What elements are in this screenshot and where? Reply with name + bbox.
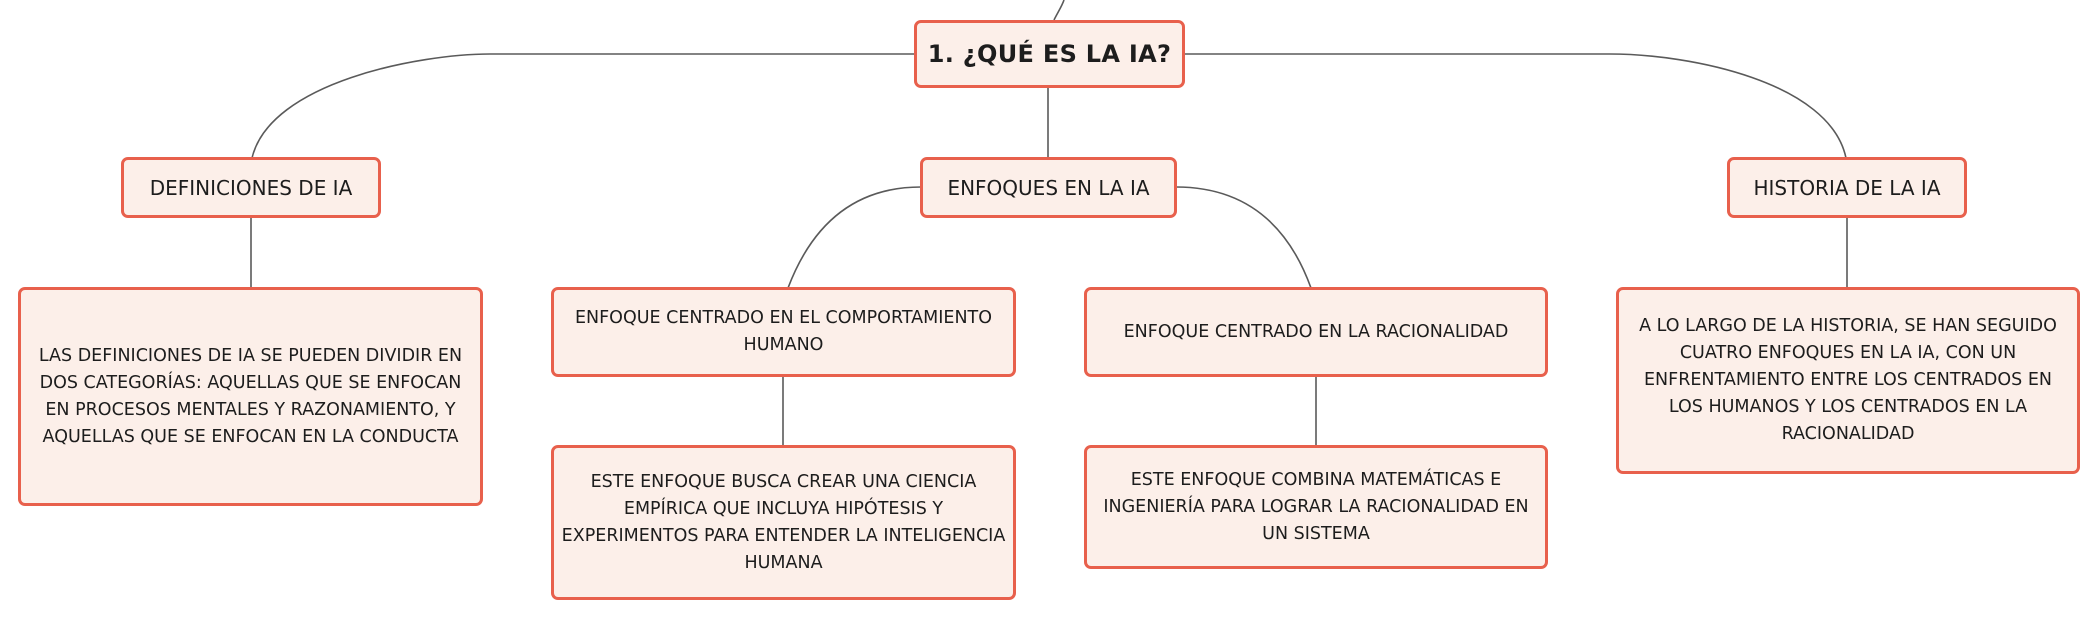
detail-text-comportamiento: ESTE ENFOQUE BUSCA CREAR UNA CIENCIA EMP…: [561, 471, 1006, 573]
detail-text-definiciones: LAS DEFINICIONES DE IA SE PUEDEN DIVIDIR…: [38, 345, 463, 447]
detail-text-racionalidad: ESTE ENFOQUE COMBINA MATEMÁTICAS E INGEN…: [1103, 469, 1529, 544]
topic-node-historia[interactable]: HISTORIA DE LA IA: [1727, 157, 1967, 218]
connector-root-historia: [1185, 53, 1847, 159]
connector-enfoques-comportamiento: [787, 186, 922, 289]
approach-node-comportamiento[interactable]: ENFOQUE CENTRADO EN EL COMPORTAMIENTO HU…: [551, 287, 1016, 377]
detail-node-comportamiento[interactable]: ESTE ENFOQUE BUSCA CREAR UNA CIENCIA EMP…: [551, 445, 1016, 600]
approach-title-comportamiento: ENFOQUE CENTRADO EN EL COMPORTAMIENTO HU…: [574, 308, 993, 355]
approach-node-racionalidad[interactable]: ENFOQUE CENTRADO EN LA RACIONALIDAD: [1084, 287, 1548, 377]
topic-label-enfoques: ENFOQUES EN LA IA: [947, 175, 1150, 200]
connector-parent: [1053, 0, 1065, 21]
detail-node-historia[interactable]: A LO LARGO DE LA HISTORIA, SE HAN SEGUID…: [1616, 287, 2080, 474]
approach-title-racionalidad: ENFOQUE CENTRADO EN LA RACIONALIDAD: [1123, 321, 1509, 342]
connector-enfoques-racionalidad: [1175, 186, 1312, 289]
topic-node-definiciones[interactable]: DEFINICIONES DE IA: [121, 157, 381, 218]
topic-label-definiciones: DEFINICIONES DE IA: [149, 175, 353, 200]
detail-text-historia: A LO LARGO DE LA HISTORIA, SE HAN SEGUID…: [1639, 316, 2057, 444]
root-node[interactable]: 1. ¿QUÉ ES LA IA?: [914, 20, 1185, 88]
topic-label-historia: HISTORIA DE LA IA: [1753, 175, 1941, 200]
detail-node-definiciones[interactable]: LAS DEFINICIONES DE IA SE PUEDEN DIVIDIR…: [18, 287, 483, 506]
detail-node-racionalidad[interactable]: ESTE ENFOQUE COMBINA MATEMÁTICAS E INGEN…: [1084, 445, 1548, 569]
topic-node-enfoques[interactable]: ENFOQUES EN LA IA: [920, 157, 1177, 218]
connector-root-definiciones: [251, 53, 915, 159]
root-label: 1. ¿QUÉ ES LA IA?: [927, 40, 1172, 68]
